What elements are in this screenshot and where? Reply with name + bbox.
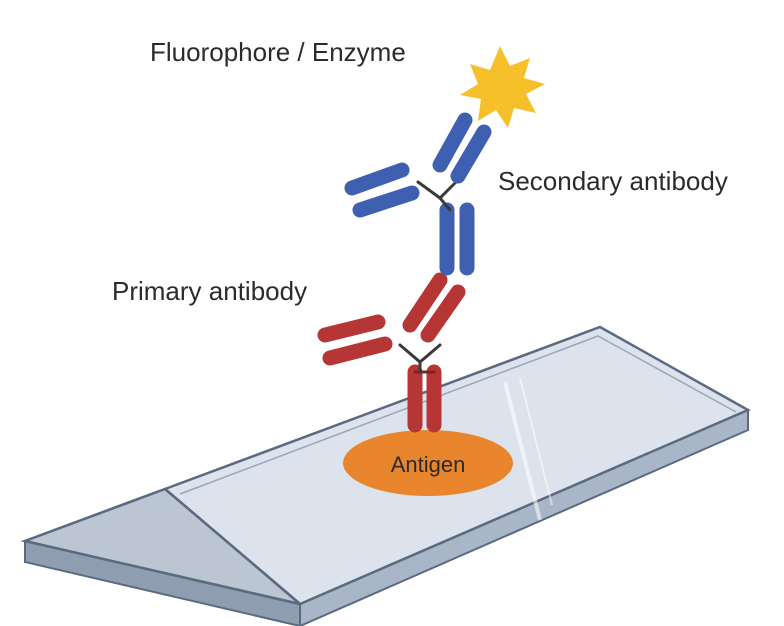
antigen-label: Antigen [391, 452, 466, 477]
primary-antibody [317, 272, 466, 433]
secondary-antibody [344, 112, 492, 276]
fluorophore-star-icon [460, 46, 545, 128]
fluorophore-label: Fluorophore / Enzyme [150, 37, 406, 67]
slide-bevel [179, 335, 737, 495]
slide-glare [503, 381, 542, 521]
antigen: Antigen [343, 430, 513, 496]
slide-glare [519, 377, 553, 506]
primary-antibody-label: Primary antibody [112, 276, 307, 306]
antigen-shape [343, 430, 513, 496]
secondary-antibody-label: Secondary antibody [498, 166, 728, 196]
slide-frosted-top [20, 487, 301, 606]
